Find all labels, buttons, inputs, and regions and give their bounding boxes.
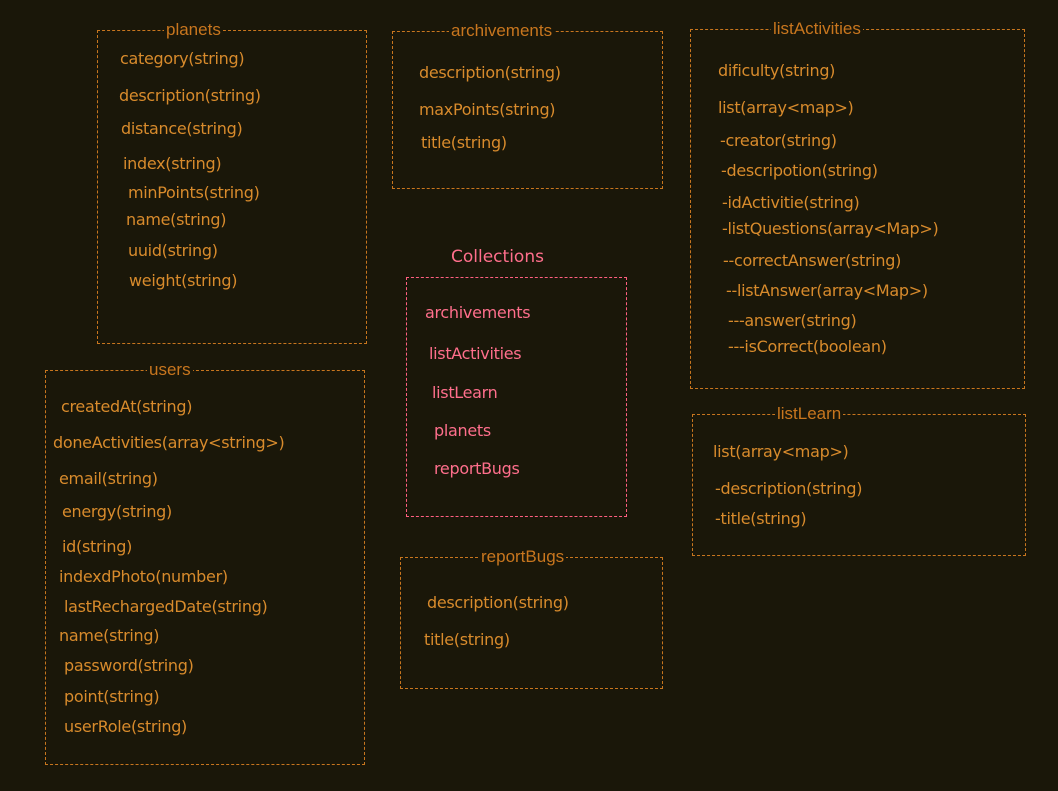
listlearn-field: list(array<map>) <box>713 442 849 461</box>
listlearn-field: -title(string) <box>715 509 807 528</box>
users-field: password(string) <box>64 656 194 675</box>
planets-field: minPoints(string) <box>128 183 260 202</box>
archivements-box: archivements description(string) maxPoin… <box>392 22 663 189</box>
listactivities-field: -descripotion(string) <box>721 161 878 180</box>
listactivities-field: ---isCorrect(boolean) <box>728 337 887 356</box>
planets-title: planets <box>164 20 223 39</box>
collection-item-archivements: archivements <box>425 303 531 322</box>
collections-box: archivements listActivities listLearn pl… <box>406 277 627 517</box>
users-field: point(string) <box>64 687 160 706</box>
users-field: email(string) <box>59 469 158 488</box>
users-field: name(string) <box>59 626 160 645</box>
listactivities-field: -creator(string) <box>720 131 837 150</box>
users-field: userRole(string) <box>64 717 187 736</box>
listactivities-field: list(array<map>) <box>718 98 854 117</box>
listactivities-field: --listAnswer(array<Map>) <box>726 281 928 300</box>
listactivities-field: -listQuestions(array<Map>) <box>722 219 939 238</box>
listactivities-field: -idActivitie(string) <box>722 193 860 212</box>
users-field: createdAt(string) <box>61 397 193 416</box>
planets-field: index(string) <box>123 154 222 173</box>
users-box: users createdAt(string) doneActivities(a… <box>45 361 365 765</box>
collections-title: Collections <box>451 247 544 267</box>
users-field: energy(string) <box>62 502 172 521</box>
planets-field: description(string) <box>119 86 261 105</box>
listactivities-field: --correctAnswer(string) <box>723 251 902 270</box>
listlearn-title: listLearn <box>775 404 844 423</box>
listlearn-field: -description(string) <box>715 479 863 498</box>
users-field: lastRechargedDate(string) <box>64 597 268 616</box>
users-field: doneActivities(array<string>) <box>53 433 285 452</box>
collection-item-planets: planets <box>434 421 491 440</box>
reportbugs-box: reportBugs description(string) title(str… <box>400 548 663 689</box>
listactivities-title: listActivities <box>771 19 863 38</box>
archivements-field: description(string) <box>419 63 561 82</box>
planets-field: name(string) <box>126 210 227 229</box>
planets-field: weight(string) <box>129 271 238 290</box>
reportbugs-field: title(string) <box>424 630 510 649</box>
planets-box: planets category(string) description(str… <box>97 21 367 344</box>
collection-item-listlearn: listLearn <box>432 383 498 402</box>
users-field: id(string) <box>62 537 133 556</box>
listlearn-box: listLearn list(array<map>) -description(… <box>692 405 1026 556</box>
listactivities-field: dificulty(string) <box>718 61 836 80</box>
reportbugs-title: reportBugs <box>479 547 567 566</box>
archivements-field: title(string) <box>421 133 507 152</box>
archivements-field: maxPoints(string) <box>419 100 556 119</box>
planets-field: category(string) <box>120 49 245 68</box>
planets-field: uuid(string) <box>128 241 218 260</box>
users-field: indexdPhoto(number) <box>59 567 228 586</box>
collection-item-listactivities: listActivities <box>429 344 522 363</box>
reportbugs-field: description(string) <box>427 593 569 612</box>
planets-field: distance(string) <box>121 119 243 138</box>
listactivities-box: listActivities dificulty(string) list(ar… <box>690 20 1025 389</box>
users-title: users <box>147 360 193 379</box>
listactivities-field: ---answer(string) <box>728 311 857 330</box>
collection-item-reportbugs: reportBugs <box>434 459 520 478</box>
archivements-title: archivements <box>449 21 555 40</box>
